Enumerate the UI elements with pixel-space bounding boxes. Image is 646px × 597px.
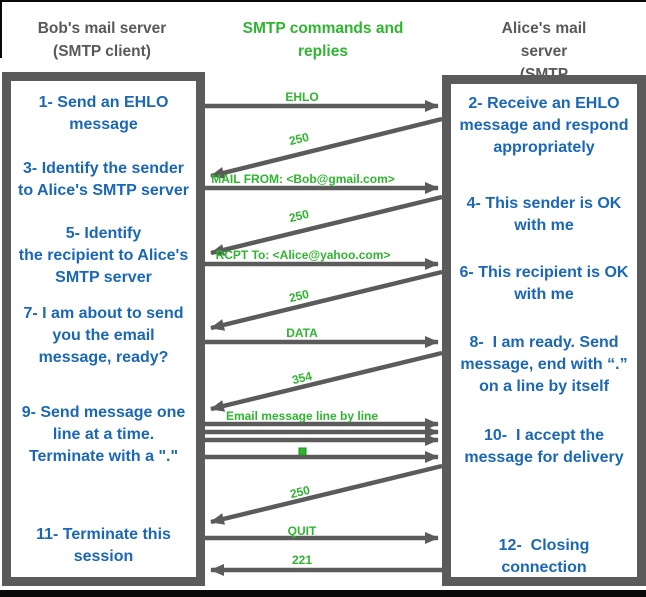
client-step: 9- Send message one line at a time. Term… (21, 404, 186, 465)
bottom-black-bar (0, 590, 646, 597)
message-terminator-dot (298, 447, 307, 456)
server-step: 12- Closing connection (498, 537, 590, 576)
client-step: 5- Identify the recipient to Alice's SMT… (18, 225, 189, 286)
client-step: 11- Terminate this session (36, 526, 171, 565)
client-column-header: Bob's mail server (SMTP client) (37, 20, 167, 60)
flow-arrow-to-client (210, 463, 443, 525)
server-step: 4- This sender is OK with me (466, 195, 622, 234)
client-step: 1- Send an EHLO message (38, 94, 169, 133)
flow-arrow-to-client (210, 350, 443, 412)
client-step: 7- I am about to send you the email mess… (23, 305, 184, 366)
server-box: 2- Receive an EHLO message and respond a… (442, 75, 646, 586)
left-edge-sliver (0, 0, 2, 58)
top-black-bar (0, 0, 646, 2)
client-step: 3- Identify the sender to Alice's SMTP s… (18, 160, 189, 199)
server-step: 8- I am ready. Send message, end with “.… (460, 334, 628, 395)
server-step: 6- This recipient is OK with me (459, 264, 629, 303)
server-step: 2- Receive an EHLO message and respond a… (459, 95, 629, 156)
flow-arrow-to-client (210, 269, 443, 331)
flow-arrow-to-client (210, 116, 443, 179)
flow-arrow-to-client (210, 194, 443, 256)
middle-column-header: SMTP commands and replies (242, 20, 404, 60)
client-box: 1- Send an EHLO message 3- Identify the s… (2, 72, 205, 586)
server-step: 10- I accept the message for delivery (464, 427, 624, 466)
